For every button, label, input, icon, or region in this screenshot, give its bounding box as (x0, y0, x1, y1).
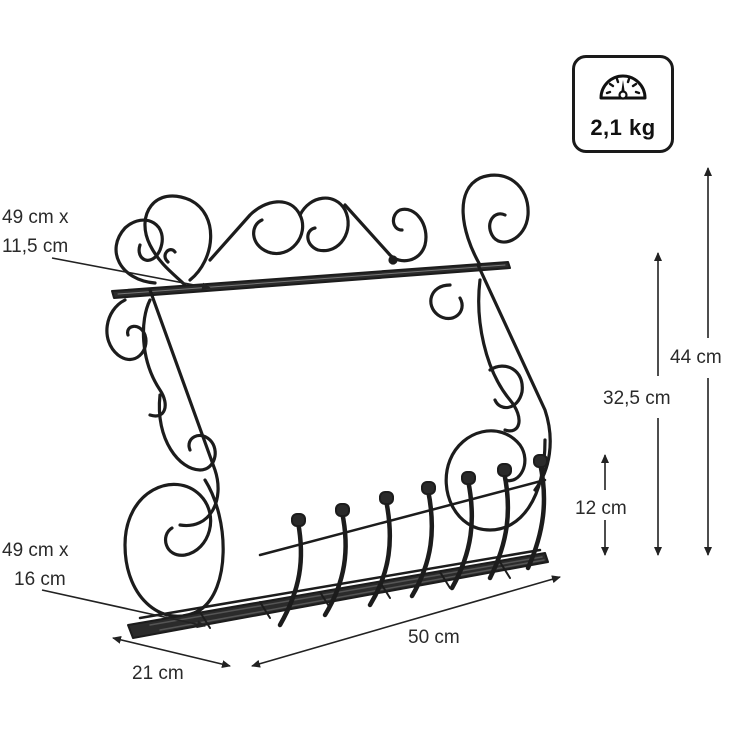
weight-value: 2,1 kg (590, 115, 656, 140)
top-shelf-label-line1: 49 cm x (2, 207, 69, 228)
scale-icon (599, 74, 647, 100)
width-label: 50 cm (408, 627, 460, 648)
top-shelf-label-line2: 11,5 cm (2, 236, 69, 257)
shelf-frame (105, 173, 552, 639)
basket-bar-caps (291, 454, 548, 527)
weight-badge: 2,1 kg (572, 55, 674, 153)
basket-height-label: 12 cm (575, 498, 627, 519)
top-shelf-pointer (51, 257, 211, 291)
width-arrow (251, 575, 561, 668)
depth-arrow (112, 635, 231, 669)
bottom-shelf-pointer (41, 589, 206, 629)
bottom-shelf-label-line2: 16 cm (14, 569, 66, 590)
bottom-shelf-label-line1: 49 cm x (2, 540, 69, 561)
dimension-arrows (41, 167, 712, 669)
total-height-label: 44 cm (670, 347, 722, 368)
depth-label: 21 cm (132, 663, 184, 684)
shelf-height-label: 32,5 cm (603, 388, 671, 409)
